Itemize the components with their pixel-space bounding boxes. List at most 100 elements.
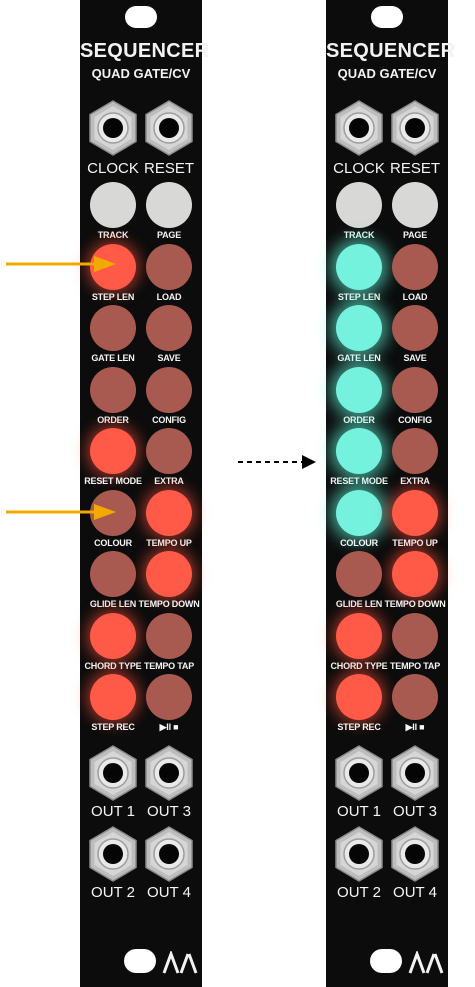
module-footer	[80, 947, 202, 981]
orange-arrow-step-len	[6, 256, 116, 272]
jack-out1[interactable]	[85, 745, 141, 801]
button-config[interactable]	[146, 367, 192, 413]
jack-out2[interactable]	[85, 826, 141, 882]
button-label-tempo-tap: TEMPO TAP	[389, 661, 441, 671]
top-mounting-hole	[125, 6, 157, 28]
button-label-step-len: STEP LEN	[337, 292, 381, 302]
module-title: SEQUENCER	[80, 40, 210, 62]
button-tempo-down[interactable]	[146, 551, 192, 597]
button-load[interactable]	[392, 244, 438, 290]
button-extra[interactable]	[392, 428, 438, 474]
brand-logo-icon	[162, 949, 198, 980]
button-label-page: PAGE	[402, 230, 428, 240]
brand-logo-icon	[408, 949, 444, 980]
button-save[interactable]	[146, 305, 192, 351]
button-chord-type[interactable]	[336, 613, 382, 659]
button-page[interactable]	[392, 182, 438, 228]
button-track[interactable]	[90, 182, 136, 228]
button-label-reset-mode: RESET MODE	[330, 476, 388, 486]
button-order[interactable]	[336, 367, 382, 413]
button-step-rec[interactable]	[336, 674, 382, 720]
button-glide-len[interactable]	[90, 551, 136, 597]
button-load[interactable]	[146, 244, 192, 290]
jack-out3[interactable]	[387, 745, 443, 801]
module-footer	[326, 947, 448, 981]
module-subtitle: QUAD GATE/CV	[91, 66, 191, 81]
button-label-glide-len: GLIDE LEN	[89, 599, 137, 609]
jack-label: OUT 4	[393, 884, 437, 901]
button-track[interactable]	[336, 182, 382, 228]
module-subtitle: QUAD GATE/CV	[337, 66, 437, 81]
button-label-glide-len: GLIDE LEN	[335, 599, 383, 609]
jack-clock-input[interactable]	[85, 100, 141, 156]
button-label-tempo-down: TEMPO DOWN	[384, 599, 446, 609]
button-glide-len[interactable]	[336, 551, 382, 597]
button-extra[interactable]	[146, 428, 192, 474]
button-label-order: ORDER	[343, 415, 375, 425]
button-tempo-tap[interactable]	[392, 613, 438, 659]
jack-out4[interactable]	[387, 826, 443, 882]
jack-out3[interactable]	[141, 745, 197, 801]
button-label-tempo-up: TEMPO UP	[392, 538, 438, 548]
button-label-extra: EXTRA	[400, 476, 430, 486]
button-step-rec[interactable]	[90, 674, 136, 720]
button-label-tempo-down: TEMPO DOWN	[138, 599, 200, 609]
button-label-colour: COLOUR	[94, 538, 132, 548]
jack-reset-input[interactable]	[387, 100, 443, 156]
button-label-gate-len: GATE LEN	[91, 353, 135, 363]
button-label-order: ORDER	[97, 415, 129, 425]
button-gate-len[interactable]	[90, 305, 136, 351]
button-reset-mode[interactable]	[336, 428, 382, 474]
jack-label: RESET	[389, 160, 440, 177]
jack-label: OUT 3	[147, 803, 191, 820]
jack-label: CLOCK	[87, 160, 139, 177]
button-page[interactable]	[146, 182, 192, 228]
button-save[interactable]	[392, 305, 438, 351]
button-chord-type[interactable]	[90, 613, 136, 659]
bottom-mounting-hole	[370, 949, 402, 973]
jack-out1[interactable]	[331, 745, 387, 801]
button-gate-len[interactable]	[336, 305, 382, 351]
button-label-tempo-tap: TEMPO TAP	[143, 661, 195, 671]
jack-label: OUT 2	[337, 884, 381, 901]
bottom-mounting-hole	[124, 949, 156, 973]
jack-label: OUT 1	[337, 803, 381, 820]
jack-label: OUT 3	[393, 803, 437, 820]
button-label-step-rec: STEP REC	[337, 722, 381, 732]
button-label-ii: ▶II ■	[405, 722, 425, 732]
jack-label: RESET	[143, 160, 194, 177]
button-reset-mode[interactable]	[90, 428, 136, 474]
jack-label: OUT 1	[91, 803, 135, 820]
button-label-colour: COLOUR	[340, 538, 378, 548]
button-tempo-up[interactable]	[392, 490, 438, 536]
button-label-reset-mode: RESET MODE	[84, 476, 142, 486]
button-label-chord-type: CHORD TYPE	[330, 661, 388, 671]
button-label-page: PAGE	[156, 230, 182, 240]
button-colour[interactable]	[336, 490, 382, 536]
jack-out4[interactable]	[141, 826, 197, 882]
top-mounting-hole	[371, 6, 403, 28]
module-title: SEQUENCER	[326, 40, 456, 62]
button-config[interactable]	[392, 367, 438, 413]
button-order[interactable]	[90, 367, 136, 413]
button-label-ii: ▶II ■	[159, 722, 179, 732]
button-label-step-len: STEP LEN	[91, 292, 135, 302]
button-tempo-down[interactable]	[392, 551, 438, 597]
button-label-track: TRACK	[343, 230, 375, 240]
jack-label: OUT 4	[147, 884, 191, 901]
jack-reset-input[interactable]	[141, 100, 197, 156]
button-step-len[interactable]	[336, 244, 382, 290]
button-tempo-tap[interactable]	[146, 613, 192, 659]
button-label-chord-type: CHORD TYPE	[84, 661, 142, 671]
button-label-gate-len: GATE LEN	[337, 353, 381, 363]
button-label-extra: EXTRA	[154, 476, 184, 486]
button-ii[interactable]	[392, 674, 438, 720]
dashed-transition-arrow	[238, 455, 316, 469]
orange-arrow-colour	[6, 504, 116, 520]
jack-label: OUT 2	[91, 884, 135, 901]
jack-out2[interactable]	[331, 826, 387, 882]
button-ii[interactable]	[146, 674, 192, 720]
button-tempo-up[interactable]	[146, 490, 192, 536]
jack-clock-input[interactable]	[331, 100, 387, 156]
